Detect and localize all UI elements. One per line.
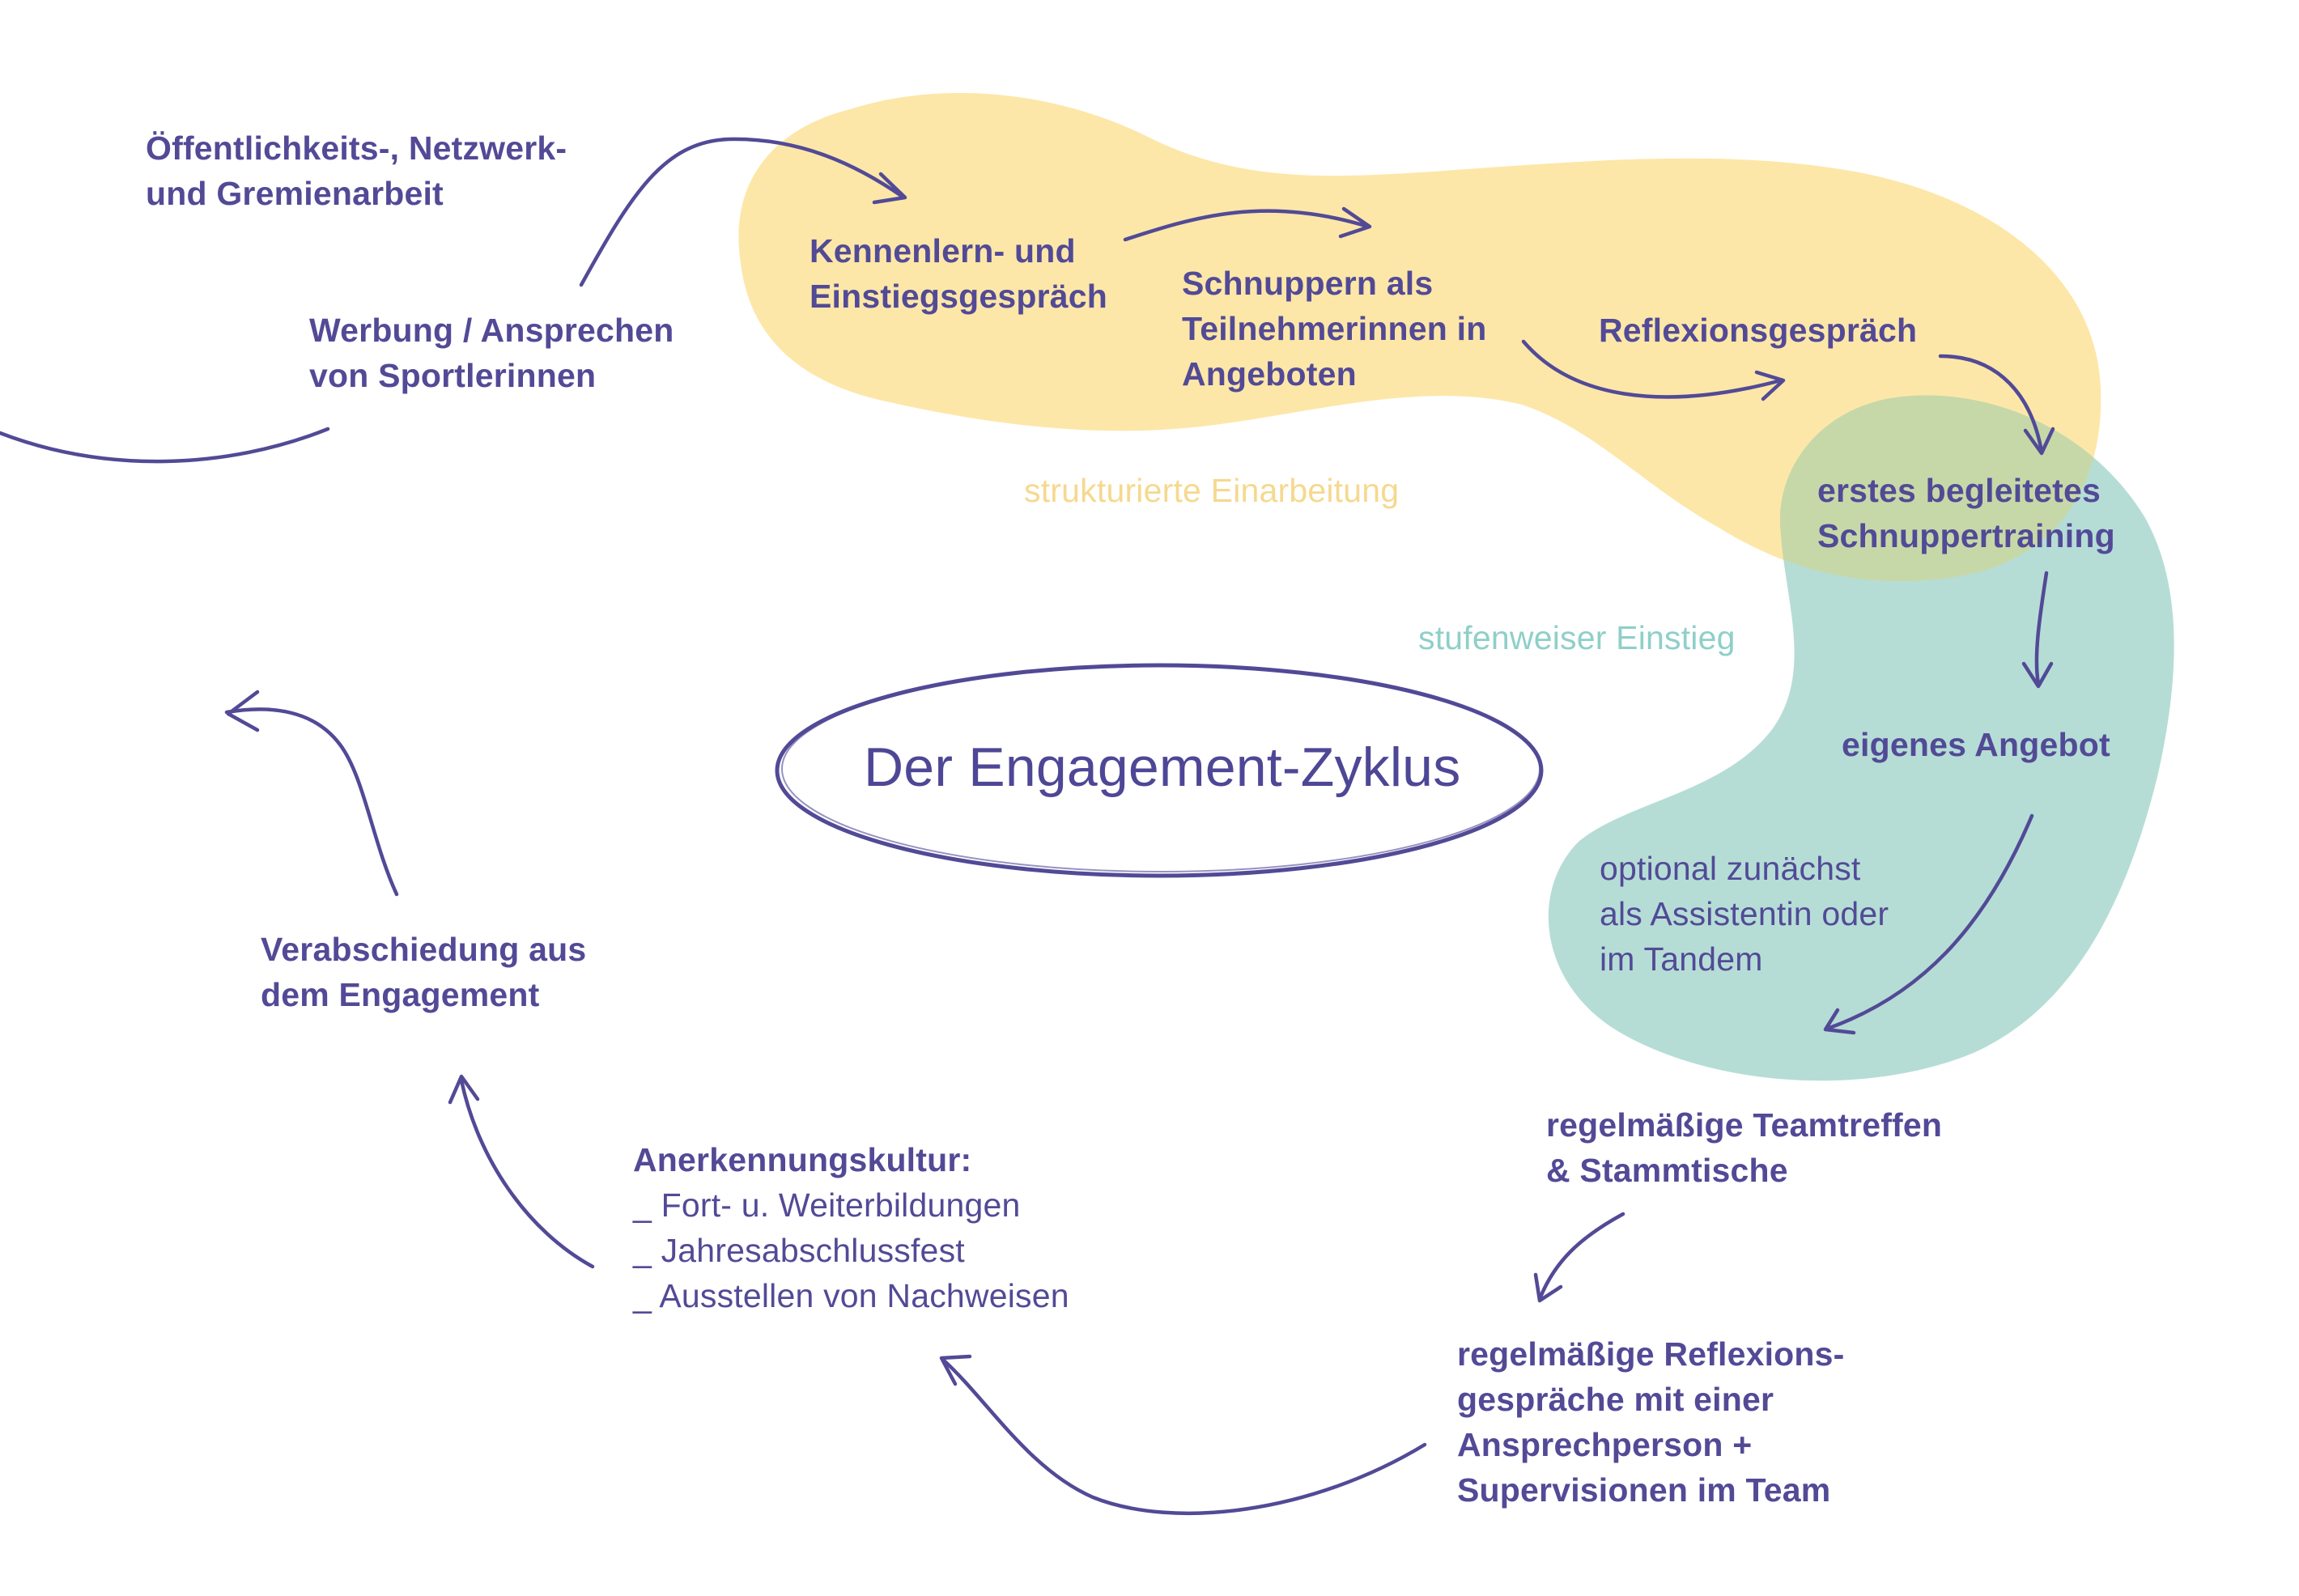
- step-public-work: Öffentlichkeits-, Netzwerk- und Gremiena…: [146, 129, 567, 212]
- teal-blob: [1548, 395, 2174, 1081]
- step-reflection-talk: Reflexionsgespräch: [1599, 312, 1918, 349]
- arrowhead-offer: [2021, 661, 2054, 689]
- recognition-item: _ Ausstellen von Nachweisen: [633, 1277, 1069, 1314]
- recognition-item: _ Jahresabschlussfest: [633, 1232, 965, 1269]
- arrow-farewell-to-start: [224, 707, 399, 897]
- arrowhead-intro: [872, 172, 907, 205]
- arrow-training-to-offer: [2034, 571, 2049, 686]
- arrowhead-reflection2: [1533, 1272, 1563, 1303]
- step-taster: Schnuppern als Teilnehmerinnen in Angebo…: [1182, 265, 1487, 393]
- arrow-offer-to-team: [1827, 813, 2034, 1030]
- step-recognition: Anerkennungskultur: _ Fort- u. Weiterbil…: [633, 1137, 1069, 1318]
- zone-label-gradual: stufenweiser Einstieg: [1418, 619, 1736, 656]
- step-optional-note: optional zunächst als Assistentin oder i…: [1600, 850, 1889, 978]
- recognition-item: _ Fort- u. Weiterbildungen: [633, 1186, 1021, 1224]
- yellow-blob: [738, 92, 2101, 582]
- recognition-heading: Anerkennungskultur:: [633, 1141, 972, 1178]
- arrowhead-reflection: [1754, 370, 1786, 401]
- arrowhead-recognition: [939, 1354, 972, 1386]
- arrow-taster-to-reflection: [1521, 339, 1783, 399]
- arrow-recruit-to-intro: [579, 137, 905, 287]
- step-intro-talk: Kennenlern- und Einstiegsgespräch: [810, 232, 1107, 315]
- title-ellipse: [775, 663, 1544, 878]
- arrow-reflection-to-training: [1938, 354, 2044, 454]
- page-title: Der Engagement-Zyklus: [864, 736, 1461, 798]
- arrowhead-training: [2023, 427, 2055, 456]
- step-team-meetings: regelmäßige Teamtreffen & Stammtische: [1546, 1106, 1943, 1189]
- step-recruitment: Werbung / Ansprechen von Sportlerinnen: [309, 312, 674, 394]
- arrowhead-taster: [1338, 206, 1372, 239]
- step-farewell: Verabschiedung aus dem Engagement: [261, 931, 587, 1013]
- arrow-team-to-reflection: [1537, 1212, 1625, 1301]
- arrowhead-start: [226, 690, 260, 732]
- step-regular-reflection: regelmäßige Reflexions- gespräche mit ei…: [1457, 1335, 1845, 1509]
- arrow-intro-to-taster: [1123, 209, 1370, 242]
- step-first-training: erstes begleitetes Schnuppertraining: [1817, 472, 2115, 554]
- arrow-reflection-to-recognition: [941, 1357, 1427, 1516]
- arrow-recognition-to-farewell: [459, 1078, 595, 1269]
- step-own-offer: eigenes Angebot: [1842, 726, 2110, 763]
- arc-left-top: [0, 427, 330, 464]
- arrowhead-farewell: [448, 1074, 480, 1105]
- arrowhead-team: [1823, 1008, 1856, 1035]
- zone-label-structured: strukturierte Einarbeitung: [1024, 472, 1400, 509]
